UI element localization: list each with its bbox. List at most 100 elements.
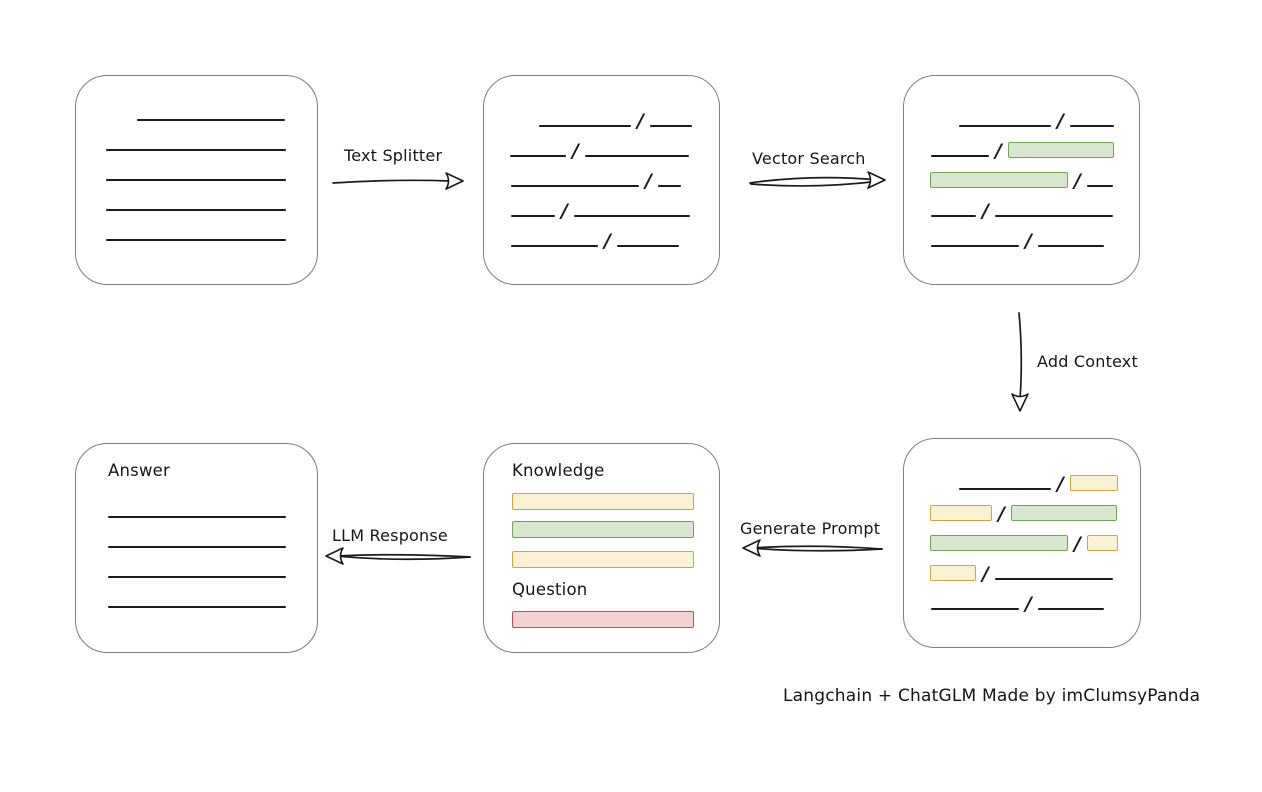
green-highlight-chunk — [930, 172, 1068, 188]
text-line-row — [76, 549, 317, 579]
chunk-row: / — [904, 218, 1139, 252]
yellow-highlight-chunk — [1069, 475, 1118, 491]
text-line — [1086, 185, 1113, 187]
chunk-row: / — [904, 461, 1140, 495]
green-highlight-chunk — [930, 535, 1068, 551]
add-context-arrow — [1011, 312, 1029, 412]
slash-separator: / — [1025, 229, 1032, 252]
text-line — [1069, 125, 1114, 127]
node-source-document — [75, 75, 318, 285]
node-answer: Answer — [75, 443, 318, 653]
chunk-row: / — [904, 188, 1139, 222]
text-line — [511, 215, 555, 217]
yellow-highlight-chunk — [1086, 535, 1118, 551]
text-line — [931, 245, 1019, 247]
slash-separator: / — [604, 229, 611, 252]
text-line-row — [76, 579, 317, 609]
text-line — [539, 125, 631, 127]
slash-separator: / — [995, 139, 1002, 162]
chunk-row: / — [904, 491, 1140, 525]
text-line — [137, 119, 285, 121]
chunk-row: / — [484, 98, 719, 132]
text-line — [573, 215, 690, 217]
text-line-row — [76, 152, 317, 182]
slash-separator: / — [561, 199, 568, 222]
text-line — [994, 578, 1113, 580]
slash-separator: / — [982, 199, 989, 222]
text-line — [1037, 245, 1104, 247]
text-splitter-arrow — [332, 172, 464, 190]
generate-prompt-label: Generate Prompt — [740, 519, 881, 538]
chunk-row: / — [904, 521, 1140, 555]
yellow-bar — [512, 551, 694, 568]
text-line-row — [76, 122, 317, 152]
slash-separator: / — [1057, 472, 1064, 495]
text-line — [510, 155, 566, 157]
text-line — [511, 245, 598, 247]
slash-separator: / — [998, 502, 1005, 525]
chunk-row: / — [484, 218, 719, 252]
text-line — [959, 125, 1051, 127]
text-line-row — [76, 489, 317, 519]
node-matched-chunks: / / / / / — [903, 75, 1140, 285]
text-line — [584, 155, 689, 157]
generate-prompt-arrow — [742, 539, 883, 557]
text-line — [106, 149, 286, 151]
chunk-row: / — [484, 128, 719, 162]
text-line — [106, 179, 286, 181]
slash-separator: / — [1074, 532, 1081, 555]
text-line-row — [76, 519, 317, 549]
green-highlight-chunk — [1010, 505, 1117, 521]
slash-separator: / — [1057, 109, 1064, 132]
text-line — [616, 245, 679, 247]
yellow-bar — [512, 493, 694, 510]
text-line-row — [76, 212, 317, 242]
slash-separator: / — [572, 139, 579, 162]
slash-separator: / — [645, 169, 652, 192]
answer-lines — [76, 489, 317, 609]
chunk-row: / — [904, 98, 1139, 132]
add-context-label: Add Context — [1037, 352, 1138, 371]
text-line — [108, 606, 286, 608]
text-line — [108, 576, 286, 578]
chunk-row: / — [904, 158, 1139, 192]
text-line — [1037, 608, 1104, 610]
node-context-chunks: ///// — [903, 438, 1141, 648]
text-line-row — [76, 182, 317, 212]
node-prompt: Knowledge Question — [483, 443, 720, 653]
answer-label: Answer — [108, 461, 170, 480]
slash-separator: / — [637, 109, 644, 132]
caption: Langchain + ChatGLM Made by imClumsyPand… — [783, 686, 1201, 706]
slash-separator: / — [1025, 592, 1032, 615]
chunk-row: / — [904, 581, 1140, 615]
question-bar-wrap — [512, 611, 719, 628]
node-text-chunks: / / / / / — [483, 75, 720, 285]
text-line — [108, 516, 286, 518]
red-bar — [512, 611, 694, 628]
vector-search-label: Vector Search — [752, 149, 866, 168]
text-line — [106, 239, 286, 241]
vector-search-arrow — [749, 171, 886, 189]
slash-separator: / — [1074, 169, 1081, 192]
text-line — [931, 155, 989, 157]
yellow-highlight-chunk — [930, 505, 992, 521]
text-line — [511, 185, 639, 187]
text-line — [931, 215, 976, 217]
text-splitter-label: Text Splitter — [344, 146, 443, 165]
text-line — [959, 488, 1051, 490]
text-line — [994, 215, 1113, 217]
question-label: Question — [512, 580, 588, 599]
chunk-row: / — [904, 551, 1140, 583]
text-line — [931, 608, 1019, 610]
chunk-row: / — [484, 158, 719, 192]
text-line — [108, 546, 286, 548]
text-line-row — [76, 92, 317, 122]
text-line — [649, 125, 692, 127]
text-line — [106, 209, 286, 211]
llm-response-label: LLM Response — [332, 526, 448, 545]
chunk-row: / — [484, 188, 719, 222]
text-line — [657, 185, 681, 187]
knowledge-bars — [512, 493, 719, 568]
yellow-highlight-chunk — [930, 565, 976, 581]
green-highlight-chunk — [1007, 142, 1114, 158]
